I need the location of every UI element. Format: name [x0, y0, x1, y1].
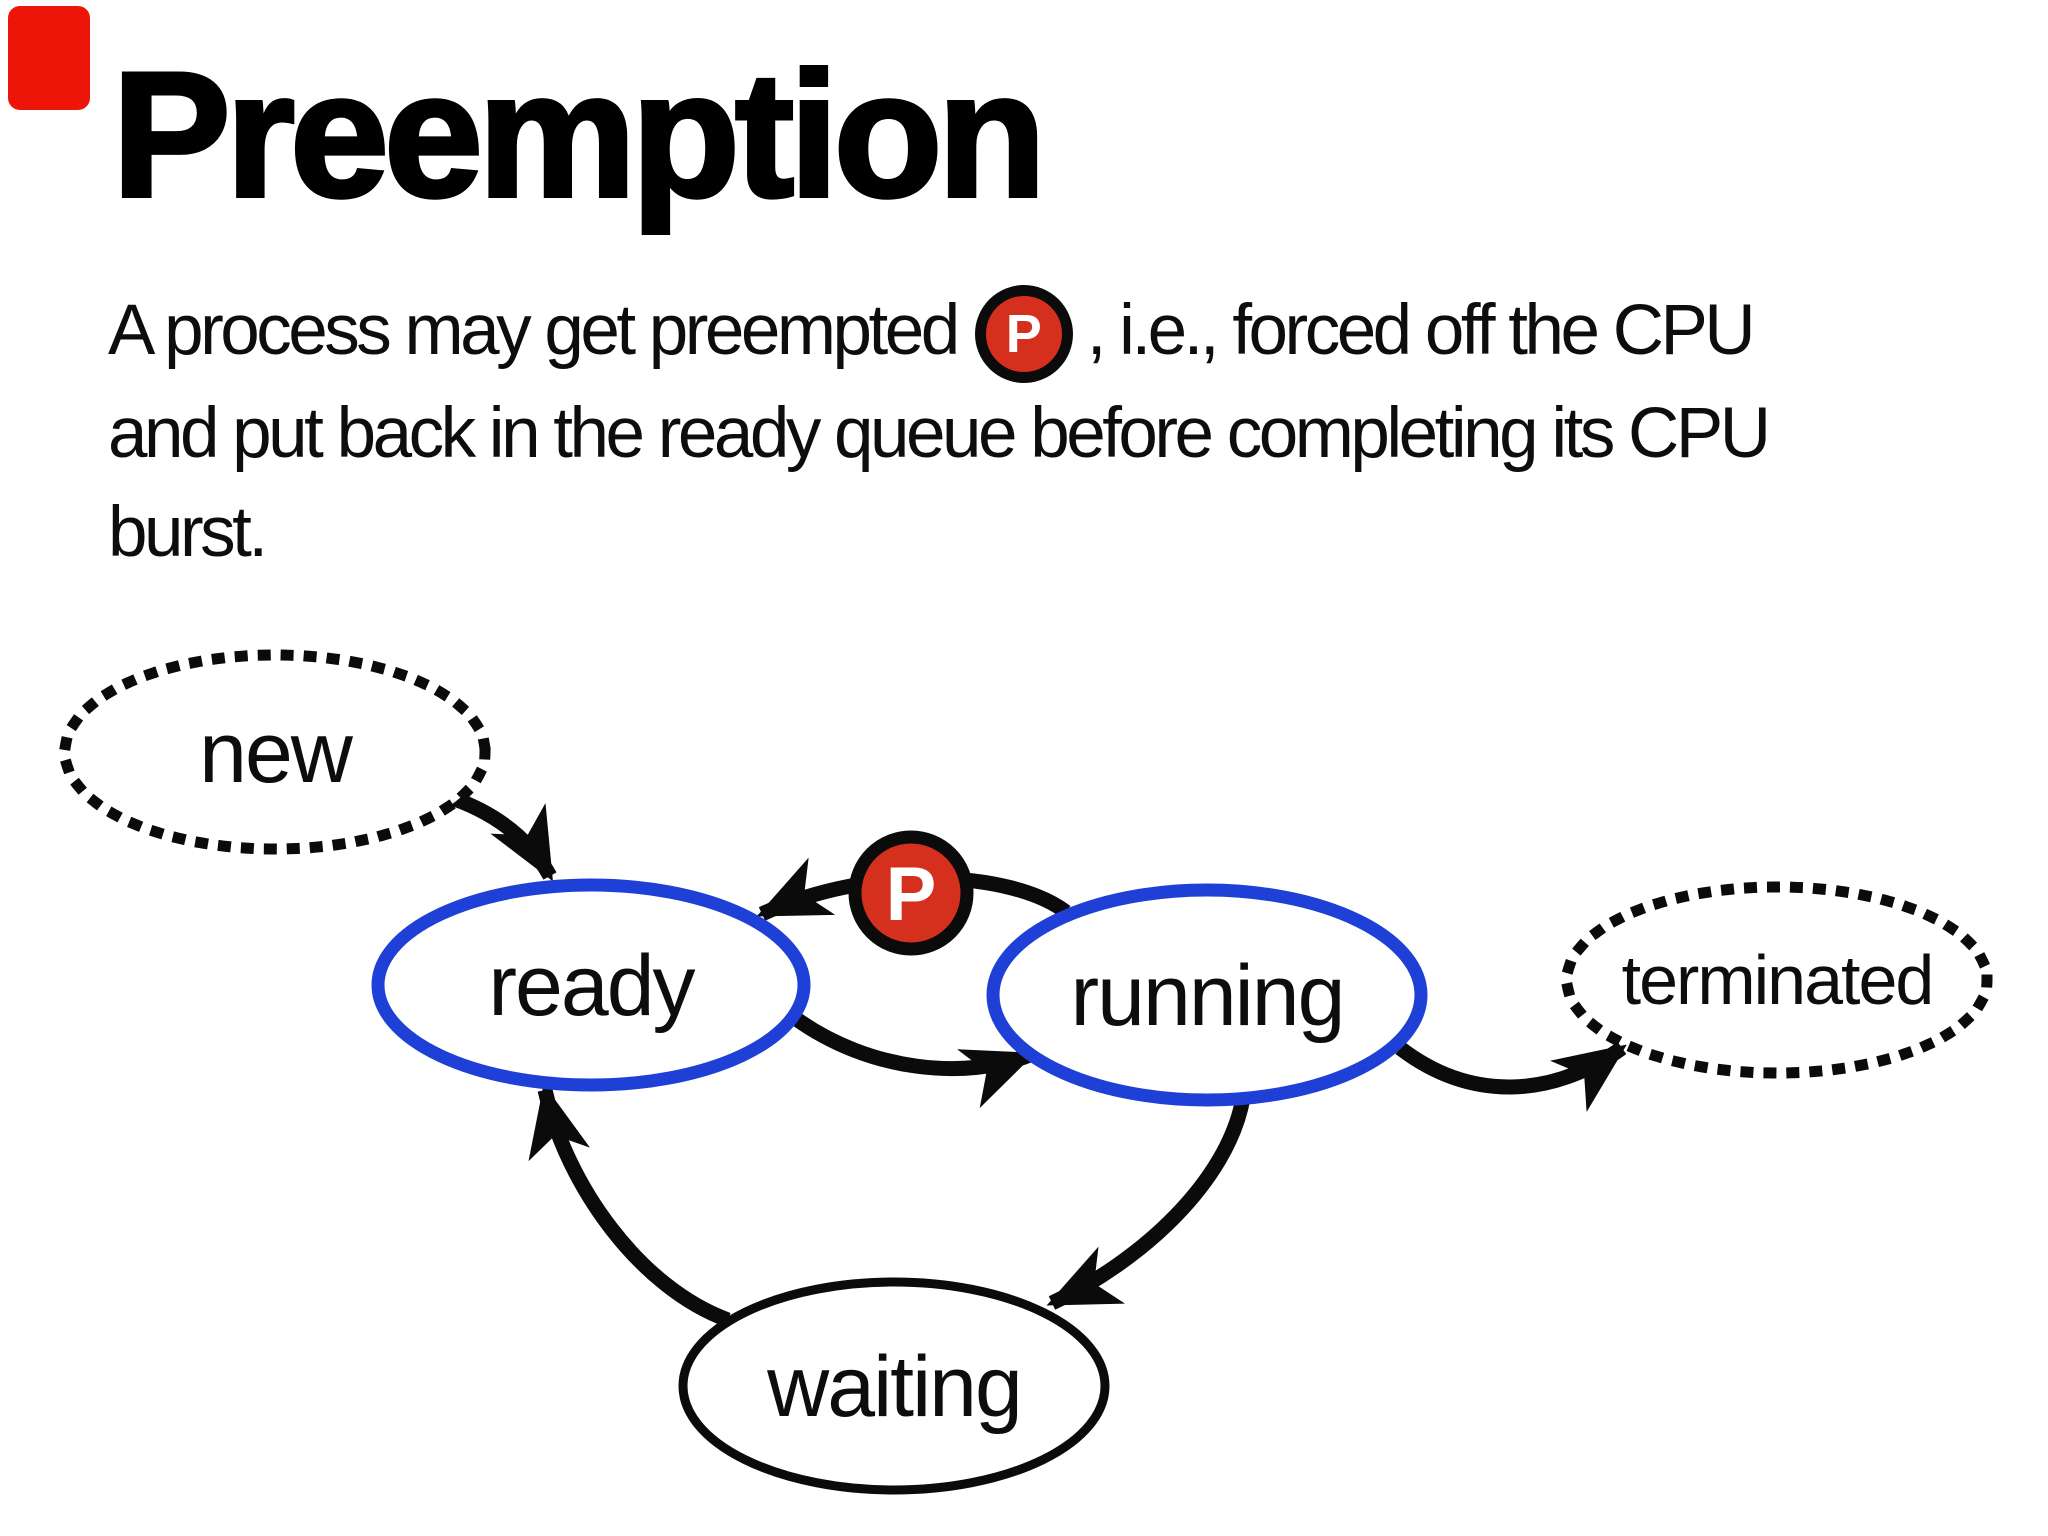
state-terminated-label: terminated — [1622, 941, 1933, 1019]
arrow-running-to-waiting — [1046, 1096, 1251, 1310]
state-waiting-label: waiting — [766, 1339, 1021, 1435]
preempt-badge-diagram: P — [848, 830, 974, 956]
arrow-new-to-ready — [449, 790, 557, 882]
state-waiting-ellipse — [678, 1277, 1110, 1495]
body-text-line-1: A process may get preempted P , i.e., fo… — [108, 276, 1756, 386]
body-text-before-badge: A process may get preempted — [108, 291, 960, 370]
state-new-ellipse — [59, 649, 491, 855]
body-text-after-badge: , i.e., forced off the CPU — [1086, 291, 1756, 370]
arrow-waiting-to-ready — [528, 1084, 731, 1328]
arrow-ready-to-running — [790, 1011, 1036, 1109]
preempt-badge-circle — [848, 830, 974, 956]
state-nodes: new ready running terminated waiting — [59, 649, 1993, 1495]
state-ready-label: ready — [488, 938, 695, 1034]
page-title: Preemption — [110, 33, 1048, 236]
state-new-label: new — [199, 705, 354, 801]
body-text-line-2: and put back in the ready queue before c… — [108, 394, 1771, 473]
state-ready-ellipse — [371, 878, 811, 1092]
preempt-badge-icon: P — [974, 285, 1073, 383]
arrow-running-to-terminated — [1395, 1041, 1627, 1112]
state-running-label: running — [1071, 948, 1344, 1044]
body-text-line-3: burst. — [108, 493, 268, 572]
preempt-badge-letter: P — [1005, 304, 1042, 364]
preempt-badge-diagram-letter: P — [886, 852, 937, 937]
state-running-ellipse — [986, 883, 1428, 1107]
corner-marker — [8, 6, 90, 110]
state-terminated-ellipse — [1561, 881, 1993, 1079]
